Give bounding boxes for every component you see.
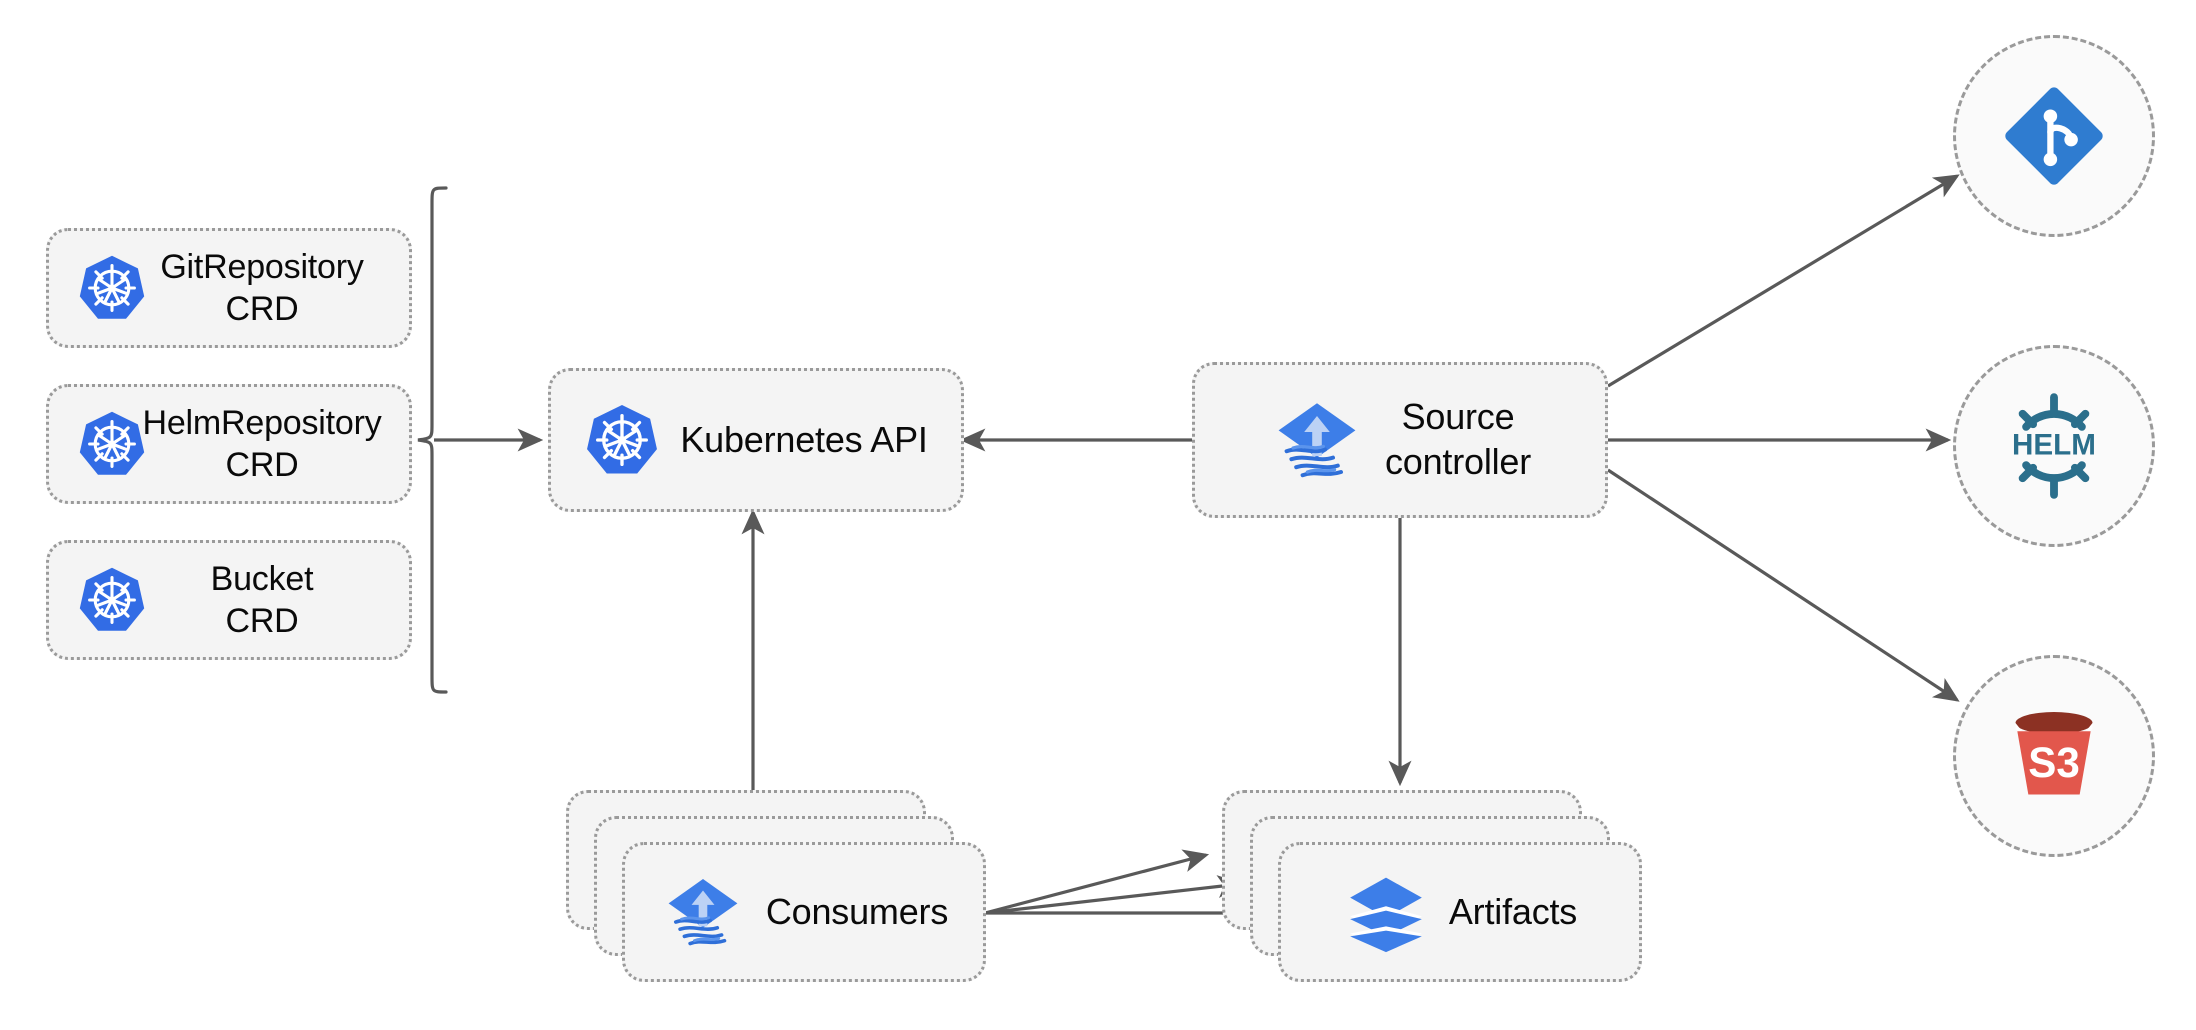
edge-consumers-to-artifacts-1 [984,849,1210,915]
node-kubernetes-api[interactable]: Kubernetes API [548,368,964,512]
s3-logo-text: S3 [2028,739,2080,786]
node-label: Source controller [1384,396,1532,482]
node-consumers-group: Consumers [566,790,986,982]
node-label: Artifacts [1448,890,1578,932]
edge-consumers-to-artifacts-2 [984,875,1244,915]
kubernetes-icon [77,409,147,479]
helm-logo-text: HELM [2012,429,2096,462]
edge-source-controller-to-s3 [1607,468,1960,702]
node-label: Bucket CRD [210,559,314,640]
kubernetes-icon [77,565,147,635]
node-label: Kubernetes API [680,418,928,460]
node-source-controller[interactable]: Source controller [1192,362,1608,518]
helm-icon: HELM [1993,385,2115,507]
kubernetes-icon [77,253,147,323]
node-git-source[interactable] [1953,35,2155,237]
edge-source-controller-to-git [1607,174,1960,388]
node-helm-source[interactable]: HELM [1953,345,2155,547]
flux-icon [1269,392,1365,488]
node-consumers[interactable]: Consumers [622,842,986,982]
node-label: GitRepository CRD [160,247,364,328]
node-label: Consumers [765,890,949,932]
node-artifacts[interactable]: Artifacts [1278,842,1642,982]
node-artifacts-group: Artifacts [1222,790,1642,982]
s3-bucket-icon: S3 [1999,701,2109,811]
kubernetes-icon [584,402,660,478]
crd-group-brace [417,186,448,694]
flux-icon [660,869,746,955]
layers-icon [1343,869,1429,955]
node-helmrepository-crd[interactable]: HelmRepository CRD [46,384,412,504]
node-gitrepository-crd[interactable]: GitRepository CRD [46,228,412,348]
node-label: HelmRepository CRD [142,403,382,484]
git-icon [2000,82,2108,190]
node-s3-source[interactable]: S3 [1953,655,2155,857]
node-bucket-crd[interactable]: Bucket CRD [46,540,412,660]
